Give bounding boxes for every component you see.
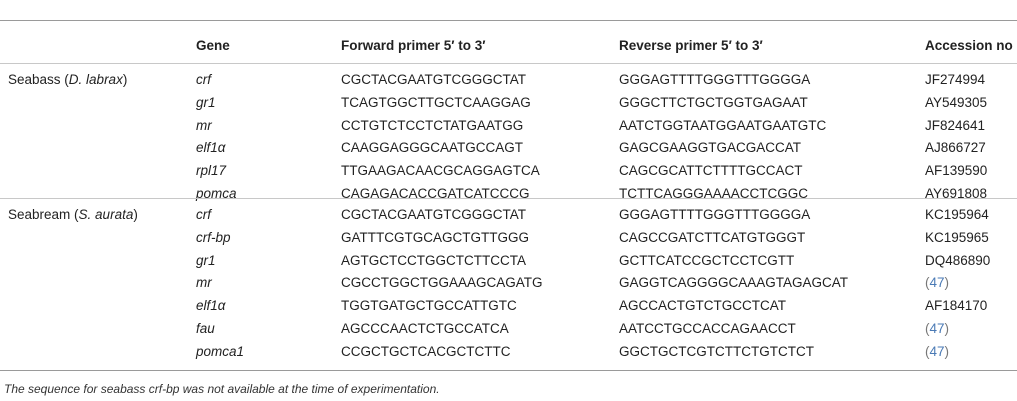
group-label: Seabream (S. aurata) <box>8 207 138 222</box>
reference-link[interactable]: 47 <box>929 275 945 291</box>
gene-cell: crf <box>196 72 211 87</box>
header-reverse-primer: Reverse primer 5′ to 3′ <box>619 38 763 53</box>
table-row: crf CGCTACGAATGTCGGGCTAT GGGAGTTTTGGGTTTGG… <box>0 207 1017 229</box>
reverse-primer-cell: GAGCGAAGGTGACGACCAT <box>619 140 802 156</box>
group-label-species: S. aurata <box>78 207 134 222</box>
forward-primer-cell: TGGTGATGCTGCCATTGTC <box>341 298 517 314</box>
accession-cell: AY549305 <box>925 94 988 110</box>
forward-primer-cell: CCTGTCTCCTCTATGAATGG <box>341 117 524 133</box>
header-accession: Accession no <box>925 38 1013 53</box>
reverse-primer-cell: GGGAGTTTTGGGTTTGGGGA <box>619 72 811 87</box>
gene-cell: elf1α <box>196 298 226 314</box>
group-label-suffix: ) <box>133 207 138 222</box>
reference-open-paren: ( <box>925 275 930 291</box>
header-rule <box>0 63 1017 64</box>
table-row: pomca CAGAGACACCGATCATCCCG TCTTCAGGGAAAACC… <box>0 186 1017 208</box>
accession-cell: AY691808 <box>925 186 988 201</box>
accession-cell: AF139590 <box>925 163 988 179</box>
reference-open-paren: ( <box>925 343 930 359</box>
group-label-species: D. labrax <box>68 72 123 87</box>
table-top-rule <box>0 20 1017 21</box>
reverse-primer-cell: CAGCGCATTCTTTTGCCACT <box>619 163 803 179</box>
gene-cell: mr <box>196 275 212 291</box>
table-row: rpl17 TTGAAGACAACGCAGGAGTCA CAGCGCATTCTTTT… <box>0 163 1017 185</box>
reverse-primer-cell: GGCTGCTCGTCTTCTGTCTCT <box>619 343 814 359</box>
forward-primer-cell: CAAGGAGGGCAATGCCAGT <box>341 140 524 156</box>
reverse-primer-cell: TCTTCAGGGAAAACCTCGGC <box>619 186 809 201</box>
accession-cell: KC195964 <box>925 207 989 222</box>
reverse-primer-cell: GGGCTTCTGCTGGTGAGAAT <box>619 94 808 110</box>
forward-primer-cell: GATTTCGTGCAGCTGTTGGG <box>341 229 529 245</box>
table-row: mr CCTGTCTCCTCTATGAATGG AATCTGGTAATGGAATGA… <box>0 118 1017 140</box>
gene-cell: crf <box>196 207 211 222</box>
forward-primer-cell: CAGAGACACCGATCATCCCG <box>341 186 530 201</box>
accession-reference-cell: (47) <box>925 321 949 336</box>
reverse-primer-cell: GCTTCATCCGCTCCTCGTT <box>619 252 795 268</box>
gene-cell: gr1 <box>196 252 216 268</box>
table-row: pomca1 CCGCTGCTCACGCTCTTC GGCTGCTCGTCTTCTG… <box>0 344 1017 366</box>
reference-close-paren: ) <box>944 343 950 359</box>
accession-cell: JF824641 <box>925 117 986 133</box>
reverse-primer-cell: CAGCCGATCTTCATGTGGGT <box>619 229 806 245</box>
reference-link[interactable]: 47 <box>929 343 945 359</box>
table-row: crf CGCTACGAATGTCGGGCTAT GGGAGTTTTGGGTTTGG… <box>0 72 1017 94</box>
accession-cell: AJ866727 <box>925 140 986 156</box>
table-row: mr CGCCTGGCTGGAAAGCAGATG GAGGTCAGGGGCAAAGT… <box>0 275 1017 297</box>
accession-reference-cell: (47) <box>925 344 949 359</box>
reference-close-paren: ) <box>944 275 950 291</box>
table-row: gr1 AGTGCTCCTGGCTCTTCCTA GCTTCATCCGCTCCTCG… <box>0 253 1017 275</box>
gene-cell: pomca1 <box>196 343 245 359</box>
group-label-prefix: Seabass ( <box>8 72 69 87</box>
reverse-primer-cell: GGGAGTTTTGGGTTTGGGGA <box>619 207 811 222</box>
table-row: elf1α CAAGGAGGGCAATGCCAGT GAGCGAAGGTGACGAC… <box>0 140 1017 162</box>
forward-primer-cell: CGCTACGAATGTCGGGCTAT <box>341 72 526 87</box>
group-label: Seabass (D. labrax) <box>8 72 127 87</box>
gene-cell: crf-bp <box>196 229 231 245</box>
forward-primer-cell: TCAGTGGCTTGCTCAAGGAG <box>341 94 531 110</box>
table-footnote: The sequence for seabass crf-bp was not … <box>4 382 440 396</box>
forward-primer-cell: AGTGCTCCTGGCTCTTCCTA <box>341 252 526 268</box>
forward-primer-cell: TTGAAGACAACGCAGGAGTCA <box>341 163 540 179</box>
forward-primer-cell: CGCTACGAATGTCGGGCTAT <box>341 207 526 222</box>
accession-reference-cell: (47) <box>925 275 949 290</box>
forward-primer-cell: AGCCCAACTCTGCCATCA <box>341 321 509 336</box>
gene-cell: fau <box>196 321 215 336</box>
reference-link[interactable]: 47 <box>929 321 945 336</box>
header-gene: Gene <box>196 38 230 53</box>
table-row: crf-bp GATTTCGTGCAGCTGTTGGG CAGCCGATCTTCAT… <box>0 230 1017 252</box>
table-bottom-rule <box>0 370 1017 371</box>
group-label-suffix: ) <box>122 72 128 87</box>
accession-cell: AF184170 <box>925 298 988 314</box>
gene-cell: mr <box>196 117 212 133</box>
accession-cell: KC195965 <box>925 229 989 245</box>
gene-cell: rpl17 <box>196 163 227 179</box>
accession-cell: JF274994 <box>925 72 986 87</box>
reverse-primer-cell: AATCCTGCCACCAGAACCT <box>619 321 796 336</box>
group-divider <box>0 198 1017 199</box>
forward-primer-cell: CCGCTGCTCACGCTCTTC <box>341 343 511 359</box>
table-row: gr1 TCAGTGGCTTGCTCAAGGAG GGGCTTCTGCTGGTGAG… <box>0 95 1017 117</box>
table-row: fau AGCCCAACTCTGCCATCA AATCCTGCCACCAGAACCT… <box>0 321 1017 343</box>
reference-open-paren: ( <box>925 321 930 336</box>
gene-cell: gr1 <box>196 94 216 110</box>
gene-cell: elf1α <box>196 140 226 156</box>
accession-cell: DQ486890 <box>925 252 991 268</box>
forward-primer-cell: CGCCTGGCTGGAAAGCAGATG <box>341 275 543 291</box>
reverse-primer-cell: AGCCACTGTCTGCCTCAT <box>619 298 786 314</box>
reverse-primer-cell: AATCTGGTAATGGAATGAATGTC <box>619 117 827 133</box>
header-forward-primer: Forward primer 5′ to 3′ <box>341 38 486 53</box>
reference-close-paren: ) <box>944 321 950 336</box>
gene-cell: pomca <box>196 186 237 201</box>
reverse-primer-cell: GAGGTCAGGGGCAAAGTAGAGCAT <box>619 275 849 291</box>
group-label-prefix: Seabream ( <box>8 207 79 222</box>
table-row: elf1α TGGTGATGCTGCCATTGTC AGCCACTGTCTGCCTC… <box>0 298 1017 320</box>
